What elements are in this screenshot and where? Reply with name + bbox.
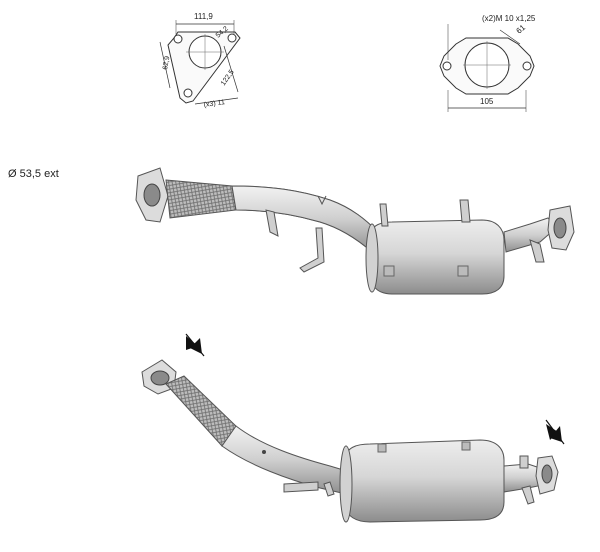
outer-diameter-note: Ø 53,5 ext [8,168,59,180]
flange-side-dim: 62,9 [162,56,171,71]
dpf-bottom-view [141,333,565,523]
flange-width-dim: 111,9 [194,12,213,21]
flange-holes-dim: (x3) 11 [203,99,225,109]
oval-width-dim: 105 [480,97,494,106]
oval-bolts-dim: (x2)M 10 x1,25 [482,14,536,23]
dpf-top-view [135,167,575,295]
oval-flange-drawing: (x2)M 10 x1,25 61 105 [439,14,536,112]
oval-bore-dim: 61 [515,23,528,36]
triangle-flange-drawing: 111,9 54,2 62,9 122,5 (x3) 11 [159,12,241,109]
